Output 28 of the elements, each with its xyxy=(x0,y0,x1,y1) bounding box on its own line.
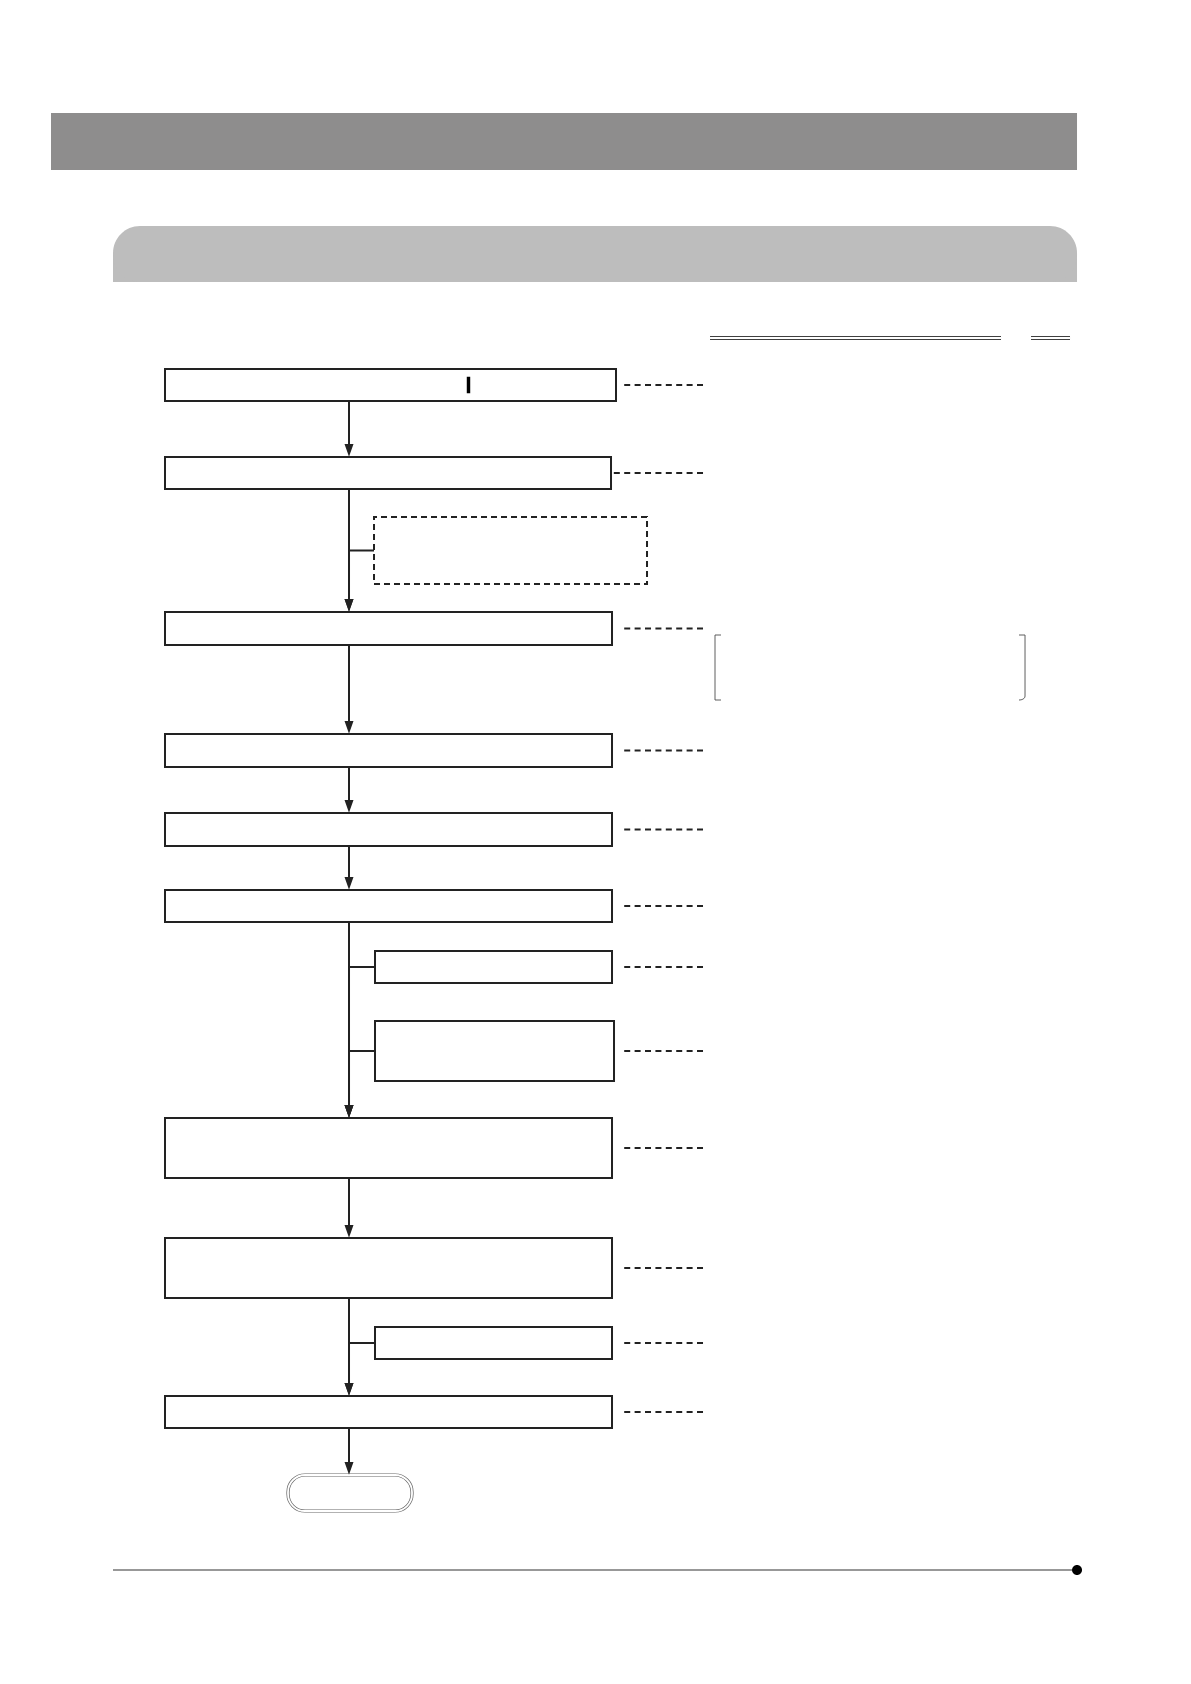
process-box xyxy=(164,889,613,923)
process-box xyxy=(164,1395,613,1429)
process-box xyxy=(164,1117,613,1179)
process-box xyxy=(164,456,612,490)
leader-line xyxy=(623,749,704,752)
process-box xyxy=(164,611,613,646)
process-box xyxy=(374,1020,615,1082)
process-box xyxy=(374,1326,613,1360)
leader-line xyxy=(623,1050,704,1052)
leader-line xyxy=(623,1147,704,1149)
process-box: I xyxy=(164,368,617,402)
terminal-oval xyxy=(286,1473,414,1513)
leader-line xyxy=(612,472,704,474)
process-box xyxy=(374,950,613,984)
leader-line xyxy=(623,1411,704,1413)
leader-line xyxy=(623,905,704,907)
leader-line xyxy=(623,627,704,630)
process-box xyxy=(164,812,613,847)
leader-line xyxy=(623,1267,704,1269)
process-box xyxy=(164,733,613,768)
dashed-box xyxy=(373,516,648,585)
leader-line xyxy=(623,966,704,968)
leader-line xyxy=(623,828,704,831)
section-band xyxy=(113,226,1077,282)
process-box xyxy=(164,1237,613,1299)
leader-line xyxy=(623,1342,704,1344)
header-bar xyxy=(51,113,1077,170)
leader-line xyxy=(623,384,704,386)
